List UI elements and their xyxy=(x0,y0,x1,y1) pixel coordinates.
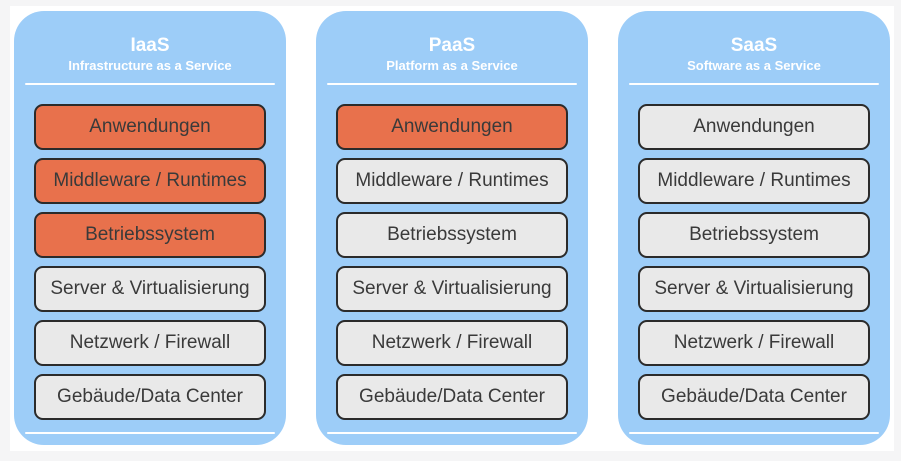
layer-stack: Anwendungen Middleware / Runtimes Betrie… xyxy=(336,104,568,420)
column-subtitle: Infrastructure as a Service xyxy=(68,58,232,73)
layer-box: Netzwerk / Firewall xyxy=(34,320,266,366)
layer-label: Betriebssystem xyxy=(85,224,215,245)
diagram-surface: IaaS Infrastructure as a Service Anwendu… xyxy=(10,6,894,451)
layer-label: Netzwerk / Firewall xyxy=(371,332,533,353)
layer-label: Anwendungen xyxy=(693,116,815,137)
layer-box: Server & Virtualisierung xyxy=(34,266,266,312)
column-header: PaaS Platform as a Service xyxy=(327,27,577,85)
layer-label: Server & Virtualisierung xyxy=(50,278,250,299)
layer-box: Gebäude/Data Center xyxy=(34,374,266,420)
service-model-column-paas: PaaS Platform as a Service Anwendungen M… xyxy=(316,11,588,445)
layer-label: Server & Virtualisierung xyxy=(352,278,552,299)
layer-box: Anwendungen xyxy=(34,104,266,150)
layer-label: Anwendungen xyxy=(89,116,211,137)
layer-box: Betriebssystem xyxy=(336,212,568,258)
layer-box: Anwendungen xyxy=(336,104,568,150)
column-header: SaaS Software as a Service xyxy=(629,27,879,85)
layer-stack: Anwendungen Middleware / Runtimes Betrie… xyxy=(34,104,266,420)
footer-divider xyxy=(25,432,275,434)
layer-label: Betriebssystem xyxy=(387,224,517,245)
layer-label: Middleware / Runtimes xyxy=(355,170,549,191)
layer-label: Gebäude/Data Center xyxy=(57,386,243,407)
layer-box: Anwendungen xyxy=(638,104,870,150)
layer-label: Middleware / Runtimes xyxy=(53,170,247,191)
footer-divider xyxy=(629,432,879,434)
header-divider xyxy=(25,83,275,85)
layer-box: Gebäude/Data Center xyxy=(638,374,870,420)
layer-label: Anwendungen xyxy=(391,116,513,137)
column-title: IaaS xyxy=(130,35,170,56)
layer-box: Server & Virtualisierung xyxy=(336,266,568,312)
column-title: SaaS xyxy=(730,35,778,56)
layer-box: Betriebssystem xyxy=(34,212,266,258)
column-title: PaaS xyxy=(428,35,476,56)
layer-label: Server & Virtualisierung xyxy=(654,278,854,299)
layer-box: Middleware / Runtimes xyxy=(34,158,266,204)
layer-box: Netzwerk / Firewall xyxy=(638,320,870,366)
layer-box: Gebäude/Data Center xyxy=(336,374,568,420)
layer-box: Netzwerk / Firewall xyxy=(336,320,568,366)
column-subtitle: Platform as a Service xyxy=(386,58,518,73)
service-model-column-iaas: IaaS Infrastructure as a Service Anwendu… xyxy=(14,11,286,445)
layer-box: Middleware / Runtimes xyxy=(638,158,870,204)
service-model-column-saas: SaaS Software as a Service Anwendungen M… xyxy=(618,11,890,445)
layer-label: Netzwerk / Firewall xyxy=(673,332,835,353)
footer-divider xyxy=(327,432,577,434)
header-divider xyxy=(629,83,879,85)
layer-label: Betriebssystem xyxy=(689,224,819,245)
layer-box: Betriebssystem xyxy=(638,212,870,258)
column-subtitle: Software as a Service xyxy=(687,58,821,73)
layer-box: Middleware / Runtimes xyxy=(336,158,568,204)
layer-stack: Anwendungen Middleware / Runtimes Betrie… xyxy=(638,104,870,420)
layer-label: Gebäude/Data Center xyxy=(661,386,847,407)
header-divider xyxy=(327,83,577,85)
layer-box: Server & Virtualisierung xyxy=(638,266,870,312)
service-model-columns: IaaS Infrastructure as a Service Anwendu… xyxy=(10,6,894,451)
column-header: IaaS Infrastructure as a Service xyxy=(25,27,275,85)
layer-label: Gebäude/Data Center xyxy=(359,386,545,407)
layer-label: Middleware / Runtimes xyxy=(657,170,851,191)
layer-label: Netzwerk / Firewall xyxy=(69,332,231,353)
